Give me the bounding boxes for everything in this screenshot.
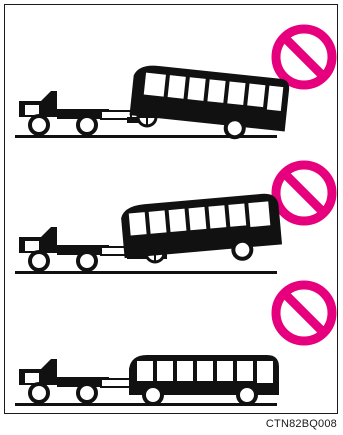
tow-truck [19,359,131,402]
prohibition-icon [276,285,332,341]
prohibition-icon [276,29,332,85]
figure-code: CTN82BQ008 [266,418,337,430]
bus [128,63,290,141]
prohibition-icon [276,165,332,221]
towing-illustration-2 [5,141,339,277]
towing-panel-2 [5,141,339,277]
towing-panel-1 [5,5,339,141]
figure-frame [4,4,338,414]
ground-line [15,271,277,274]
tow-truck [19,91,131,134]
tow-truck [19,227,131,270]
bus [129,355,279,404]
towing-illustration-1 [5,5,339,141]
towing-illustration-3 [5,277,339,413]
towing-panel-3 [5,277,339,413]
